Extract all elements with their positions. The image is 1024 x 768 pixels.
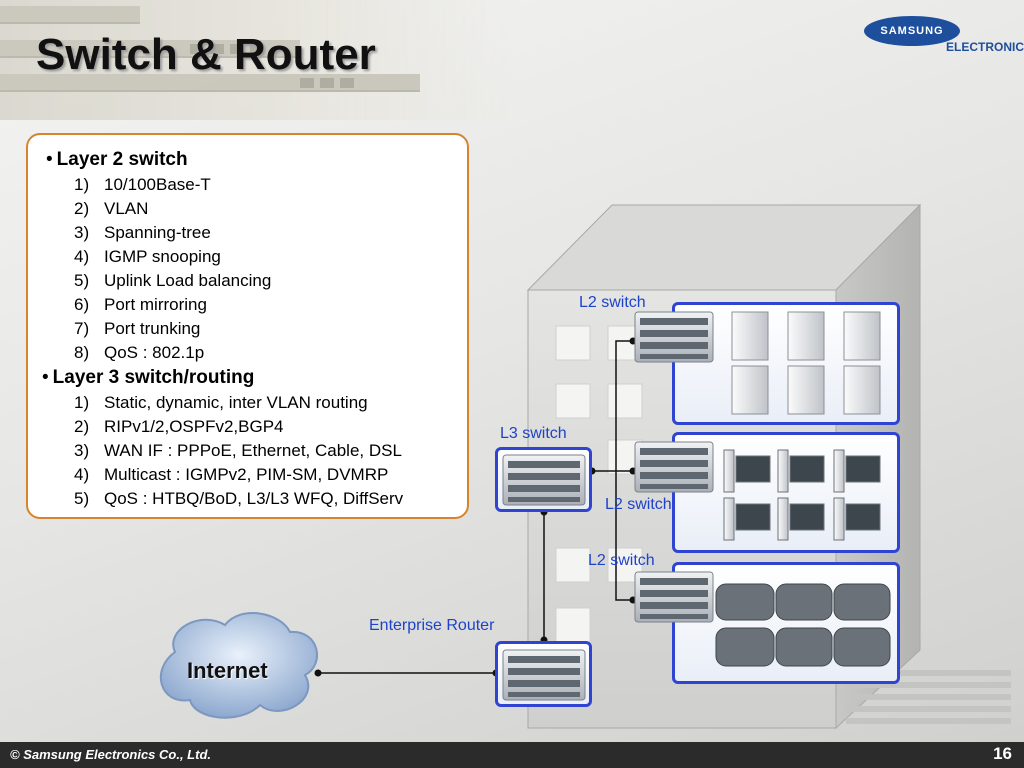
connection-lines — [318, 340, 633, 674]
list-item: 4)IGMP snooping — [74, 247, 221, 266]
building-windows — [555, 325, 643, 643]
bullet-icon: • — [46, 149, 53, 170]
list-item: 2)VLAN — [74, 199, 149, 218]
l2-switch-top-label: L2 switch — [579, 294, 646, 311]
l2-switch-bottom-icon — [634, 571, 714, 623]
samsung-logo: SAMSUNG ELECTRONICS — [864, 14, 1024, 54]
ip-phone-icons — [715, 583, 891, 667]
l2-switch-mid-label: L2 switch — [605, 496, 672, 513]
feature-list-box: •Layer 2 switch 1)10/100Base-T 2)VLAN 3)… — [26, 133, 469, 519]
list-item: 3)WAN IF : PPPoE, Ethernet, Cable, DSL — [74, 441, 402, 460]
list-item: 4)Multicast : IGMPv2, PIM-SM, DVMRP — [74, 465, 389, 484]
enterprise-router-label: Enterprise Router — [369, 617, 495, 634]
list-item: 5)Uplink Load balancing — [74, 271, 272, 290]
internet-label: Internet — [187, 658, 268, 683]
copyright-text: © Samsung Electronics Co., Ltd. — [10, 747, 211, 762]
background-photo — [0, 0, 520, 120]
list-item: 3)Spanning-tree — [74, 223, 211, 242]
list-item: 8)QoS : 802.1p — [74, 343, 205, 362]
list-item: 2)RIPv1/2,OSPFv2,BGP4 — [74, 417, 284, 436]
logo-brand: SAMSUNG — [864, 16, 960, 46]
internet-cloud-icon — [159, 612, 318, 719]
l3-switch-label: L3 switch — [500, 425, 567, 442]
page-number: 16 — [993, 744, 1012, 763]
list-item: 1)Static, dynamic, inter VLAN routing — [74, 393, 368, 412]
logo-sub: ELECTRONICS — [946, 40, 1024, 54]
footer-bar: © Samsung Electronics Co., Ltd. 16 — [0, 742, 1024, 768]
layer2-heading: •Layer 2 switch — [46, 149, 188, 170]
list-item: 1)10/100Base-T — [74, 175, 211, 194]
pc-icons — [723, 449, 881, 541]
list-item: 7)Port trunking — [74, 319, 201, 338]
building-side-texture — [846, 670, 1011, 724]
layer3-heading: •Layer 3 switch/routing — [42, 367, 255, 388]
list-item: 6)Port mirroring — [74, 295, 207, 314]
router-icon — [502, 649, 586, 701]
bullet-icon: • — [42, 367, 49, 388]
list-item: 5)QoS : HTBQ/BoD, L3/L3 WFQ, DiffServ — [74, 489, 404, 508]
l2-switch-top-icon — [634, 311, 714, 363]
l2-switch-bottom-label: L2 switch — [588, 552, 655, 569]
l3-switch-icon — [502, 454, 586, 506]
l2-switch-mid-icon — [634, 441, 714, 493]
page-title: Switch & Router — [36, 30, 376, 79]
server-icons — [731, 311, 881, 415]
